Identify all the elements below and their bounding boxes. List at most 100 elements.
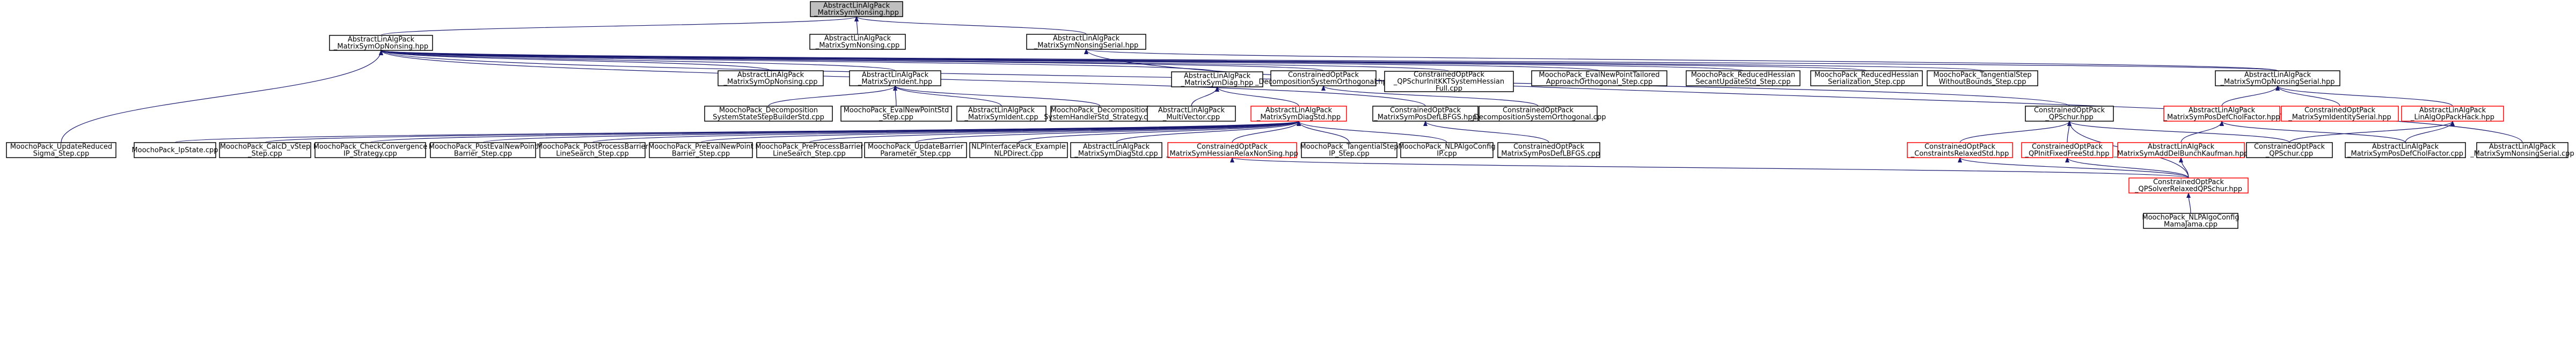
file-node[interactable]: AbstractLinAlgPack_MatrixSymDiagStd.hpp xyxy=(1250,106,1347,122)
file-node-box xyxy=(1270,70,1377,86)
file-node-label: AbstractLinAlgPack xyxy=(824,35,891,43)
file-node[interactable]: AbstractLinAlgPack_MatrixSymDiagStd.cpp xyxy=(1070,142,1162,158)
file-node-label: _MatrixSymPosDefLBFGS.cpp xyxy=(1497,150,1600,158)
file-node[interactable]: AbstractLinAlgPack_MatrixSymOpNonsing.cp… xyxy=(718,70,824,86)
file-node-label: _MatrixSymIdent.cpp xyxy=(964,114,1038,122)
include-edge xyxy=(265,121,1301,143)
file-node[interactable]: MoochoPack_CheckConvergenceIP_Strategy.c… xyxy=(313,142,428,158)
file-node[interactable]: AbstractLinAlgPack_MatrixSymIdent.hpp xyxy=(849,70,941,86)
file-node[interactable]: MoochoPack_DecompositionSystemHandlerStd… xyxy=(1044,106,1157,122)
nodes-layer: AbstractLinAlgPack_MatrixSymNonsing.hppA… xyxy=(6,1,2574,229)
file-node-label: MoochoPack_UpdateBarrier xyxy=(868,143,964,151)
file-node[interactable]: MoochoPack_PreProcessBarrierLineSearch_S… xyxy=(755,142,863,158)
file-node[interactable]: AbstractLinAlgPack_MatrixSymPosDefCholFa… xyxy=(2345,142,2466,158)
include-edge xyxy=(1191,86,1219,107)
file-node[interactable]: MoochoPack_TangentialStepWithoutBounds_S… xyxy=(1927,70,2038,86)
file-node[interactable]: MoochoPack_EvalNewPointStd_Step.cpp xyxy=(840,106,952,122)
file-node-box xyxy=(2476,142,2568,158)
file-node-box xyxy=(2281,106,2399,122)
file-node-box xyxy=(969,142,1068,158)
file-node[interactable]: ConstrainedOptPack_DecompositionSystemOr… xyxy=(1470,106,1606,122)
file-node[interactable]: ConstrainedOptPack_DecompositionSystemOr… xyxy=(1255,70,1392,86)
file-node[interactable]: MoochoPack_EvalNewPointTailoredApproachO… xyxy=(1531,70,1667,86)
file-node-label: MoochoPack_UpdateReduced xyxy=(10,143,112,151)
file-node-label: ConstrainedOptPack xyxy=(1924,143,1996,151)
file-node-box xyxy=(1384,71,1514,92)
file-node[interactable]: ConstrainedOptPack_MatrixSymIdentitySeri… xyxy=(2281,106,2399,122)
file-node[interactable]: ConstrainedOptPack_QPSchur.cpp xyxy=(2246,142,2333,158)
file-node[interactable]: AbstractLinAlgPack_MatrixSymDiag.hpp xyxy=(1171,71,1263,87)
edges-layer xyxy=(61,16,2523,214)
file-node[interactable]: AbstractLinAlgPack_MatrixSymPosDefCholFa… xyxy=(2163,106,2280,122)
include-edge xyxy=(379,50,2278,71)
file-node[interactable]: ConstrainedOptPack_MatrixSymPosDefLBFGS.… xyxy=(1497,142,1600,158)
file-node[interactable]: ConstrainedOptPack_MatrixSymPosDefLBFGS.… xyxy=(1372,106,1479,122)
file-node[interactable]: ConstrainedOptPack_QPSchurInitKKTSystemH… xyxy=(1384,71,1514,93)
file-node[interactable]: ConstrainedOptPack_MatrixSymHessianRelax… xyxy=(1166,142,1298,158)
file-node[interactable]: MoochoPack_PostProcessBarrierLineSearch_… xyxy=(537,142,648,158)
file-node-box xyxy=(2025,106,2114,122)
file-node[interactable]: AbstractLinAlgPack_MatrixSymOpNonsingSer… xyxy=(2215,70,2340,86)
file-node-label: _MatrixSymNonsingSerial.cpp xyxy=(2470,150,2574,158)
file-node[interactable]: AbstractLinAlgPack_MatrixSymNonsing.cpp xyxy=(809,34,906,50)
file-node[interactable]: AbstractLinAlgPack_MatrixSymAddDelBunchK… xyxy=(2113,142,2248,158)
file-node-label: SystemHandlerStd_Strategy.cpp xyxy=(1044,114,1156,122)
file-node-label: MoochoPack_TangentialStep xyxy=(1933,71,2031,79)
file-node[interactable]: MoochoPack_ReducedHessianSerialization_S… xyxy=(1810,70,1923,86)
file-node-box xyxy=(1372,106,1479,122)
file-node[interactable]: AbstractLinAlgPack_LinAlgOpPackHack.hpp xyxy=(2401,106,2504,122)
file-node[interactable]: ConstrainedOptPack_QPSchur.hpp xyxy=(2025,106,2114,122)
file-node[interactable]: AbstractLinAlgPack_MatrixSymNonsingSeria… xyxy=(2470,142,2574,158)
file-node-label: MoochoPack_CalcD_vStep xyxy=(220,143,310,151)
file-node[interactable]: MoochoPack_PreEvalNewPointBarrier_Step.c… xyxy=(648,142,753,158)
include-edge xyxy=(893,85,1002,107)
file-node[interactable]: MoochoPack_DecompositionSystemStateStepB… xyxy=(704,106,833,122)
include-edge xyxy=(1297,121,1447,143)
include-edge xyxy=(482,121,1301,143)
file-node-box xyxy=(2215,70,2340,86)
file-node[interactable]: AbstractLinAlgPack_MatrixSymNonsingSeria… xyxy=(1026,34,1146,50)
file-node-label: ConstrainedOptPack xyxy=(2034,107,2105,115)
file-node-label: ConstrainedOptPack xyxy=(1503,107,1574,115)
file-node-label: AbstractLinAlgPack xyxy=(823,2,890,10)
file-node-label: IP.cpp xyxy=(1437,150,1457,158)
include-edge xyxy=(1215,86,1299,107)
file-node-label: _MatrixSymPosDefCholFactor.cpp xyxy=(2347,150,2463,158)
file-node-label: _MatrixSymPosDefLBFGS.hpp xyxy=(1373,114,1477,122)
file-node-label: _MatrixSymOpNonsing.hpp xyxy=(333,43,428,51)
file-node-label: ConstrainedOptPack xyxy=(1288,71,1359,79)
file-node[interactable]: ConstrainedOptPack_ConstraintsRelaxedStd… xyxy=(1907,142,2013,158)
file-node-label: _MatrixSymDiagStd.cpp xyxy=(1074,150,1158,158)
file-node-label: AbstractLinAlgPack xyxy=(2189,107,2256,115)
file-node[interactable]: MoochoPack_UpdateBarrierParameter_Step.c… xyxy=(864,142,967,158)
file-node[interactable]: MoochoPack_ReducedHessianSecantUpdateStd… xyxy=(1686,70,1801,86)
file-node[interactable]: MoochoPack_IpState.cpp xyxy=(131,142,218,158)
file-node-label: ConstrainedOptPack xyxy=(2032,143,2103,151)
file-node-box xyxy=(1250,106,1347,122)
file-node[interactable]: MoochoPack_PostEvalNewPointBarrier_Step.… xyxy=(429,142,537,158)
include-edge xyxy=(2067,121,2072,143)
file-node-label: _Step.cpp xyxy=(879,114,913,122)
file-node-label: MoochoPack_TangentialStep xyxy=(1300,143,1398,151)
file-node-label: AbstractLinAlgPack xyxy=(1083,143,1150,151)
include-edge xyxy=(809,121,1301,143)
file-node-label: _MatrixSymDiagStd.hpp xyxy=(1256,114,1341,122)
file-node[interactable]: AbstractLinAlgPack_MultiVector.cpp xyxy=(1147,106,1236,122)
file-node-label: _DecompositionSystemOrthogonal.cpp xyxy=(1470,114,1606,122)
file-node-label: MoochoPack_CheckConvergence xyxy=(313,143,428,151)
include-edge xyxy=(893,85,898,107)
file-node[interactable]: ConstrainedOptPack_QPSolverRelaxedQPSchu… xyxy=(2128,177,2249,194)
file-node[interactable]: AbstractLinAlgPack_MatrixSymOpNonsing.hp… xyxy=(329,35,433,51)
file-node-label: NLPDirect.cpp xyxy=(994,150,1043,158)
file-node-box xyxy=(1907,142,2013,158)
file-node-box xyxy=(2345,142,2466,158)
file-node[interactable]: AbstractLinAlgPack_MatrixSymIdent.cpp xyxy=(956,106,1046,122)
file-node[interactable]: MoochoPack_CalcD_vStep_Step.cpp xyxy=(219,142,311,158)
file-node[interactable]: ConstrainedOptPack_QPInitFixedFreeStd.hp… xyxy=(2021,142,2113,158)
file-node-label: _MatrixSymPosDefCholFactor.hpp xyxy=(2163,114,2280,122)
